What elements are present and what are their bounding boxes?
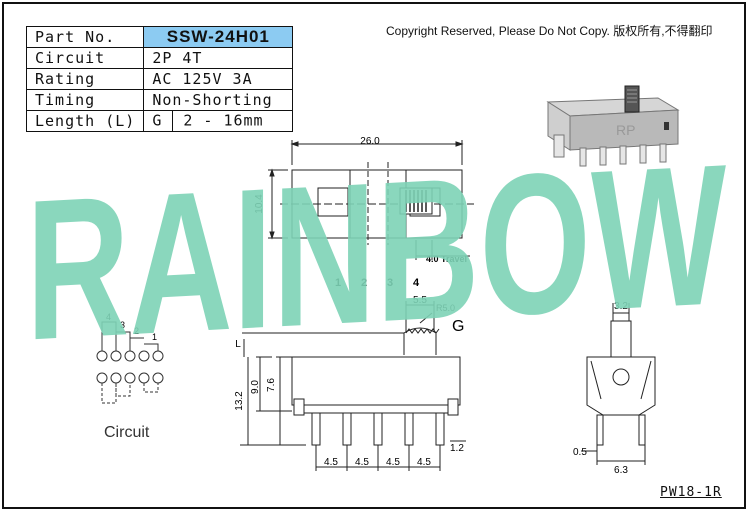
dim-actuator-radius: R5.0	[436, 303, 455, 313]
terminal-label-4: 4	[106, 312, 111, 322]
dim-side-pin-thickness: 0.5	[573, 447, 587, 458]
position-label-4: 4	[413, 277, 420, 289]
dim-travel-label: 4.0 Travel	[426, 254, 467, 264]
actuator-ridges	[405, 190, 427, 212]
dim-actuator-width: 5.5	[413, 295, 427, 306]
copyright-notice: Copyright Reserved, Please Do Not Copy. …	[386, 24, 713, 38]
spec-row-rating: Rating AC 125V 3A	[25, 68, 294, 90]
dim-height-label: 10.4	[254, 194, 265, 214]
dim-pin-pitch-4: 4.5	[417, 457, 431, 468]
switch-actuator-knob	[624, 85, 640, 113]
dim-side-actuator-width: 3.2	[614, 301, 628, 312]
length-code: G	[152, 111, 163, 130]
terminal-label-3: 3	[120, 320, 125, 330]
spec-value-rating: AC 125V 3A	[143, 68, 294, 90]
length-symbol: L	[235, 339, 241, 350]
front-view-drawing: 5.5 R5.0 G L 13.2 9.0 7.6 4.5 4.5 4.5 4.…	[234, 295, 466, 471]
drawing-part-code: PW18-1R	[660, 485, 722, 500]
spec-row-circuit: Circuit 2P 4T	[25, 47, 294, 69]
position-label-2: 2	[361, 277, 367, 289]
position-label-1: 1	[335, 277, 341, 289]
front-body	[291, 356, 461, 406]
side-actuator	[610, 320, 632, 358]
spec-row-length: Length (L) G 2 - 16mm	[25, 110, 294, 132]
spec-label-timing: Timing	[25, 89, 145, 111]
spec-label-rating: Rating	[25, 68, 145, 90]
product-photo: RP	[546, 85, 680, 167]
spec-value-length: G 2 - 16mm	[143, 110, 294, 132]
dim-pin-pitch-2: 4.5	[355, 457, 369, 468]
spec-row-part-no: Part No. SSW-24H01	[25, 26, 294, 48]
side-view-drawing: 3.2 0.5 6.3	[573, 301, 656, 475]
position-label-3: 3	[387, 277, 393, 289]
terminal-label-1: 1	[152, 332, 157, 342]
dim-height-frame: 7.6	[266, 378, 277, 392]
dim-side-pin-spacing: 6.3	[614, 465, 628, 475]
top-view-drawing: 26.0 10.4 4.0 Travel 1 2 3 4	[254, 136, 474, 289]
length-code-label: G	[452, 318, 464, 335]
spec-value-circuit: 2P 4T	[143, 47, 294, 69]
product-logo: RP	[616, 122, 635, 138]
top-view-actuator	[399, 187, 433, 215]
circuit-caption: Circuit	[104, 424, 150, 441]
front-pins	[293, 398, 459, 446]
dim-pin-width: 1.2	[450, 443, 464, 454]
terminal-label-2: 2	[134, 326, 139, 336]
dim-pin-pitch-3: 4.5	[386, 457, 400, 468]
dim-pin-pitch-1: 4.5	[324, 457, 338, 468]
spec-label-circuit: Circuit	[25, 47, 145, 69]
dim-width-label: 26.0	[360, 136, 380, 147]
spec-table: Part No. SSW-24H01 Circuit 2P 4T Rating …	[25, 26, 294, 132]
dim-height-body: 9.0	[250, 380, 261, 394]
circuit-wires	[101, 321, 159, 404]
dim-height-total: 13.2	[234, 391, 245, 411]
spec-value-timing: Non-Shorting	[143, 89, 294, 111]
length-range: 2 - 16mm	[183, 111, 264, 130]
product-pins	[553, 134, 667, 167]
side-rivet	[612, 368, 630, 386]
spec-row-timing: Timing Non-Shorting	[25, 89, 294, 111]
part-no-value: SSW-24H01	[143, 26, 294, 48]
part-no-label: Part No.	[25, 26, 145, 48]
circuit-schematic: 4 3 2 1	[96, 312, 164, 404]
spec-label-length: Length (L)	[25, 110, 145, 132]
